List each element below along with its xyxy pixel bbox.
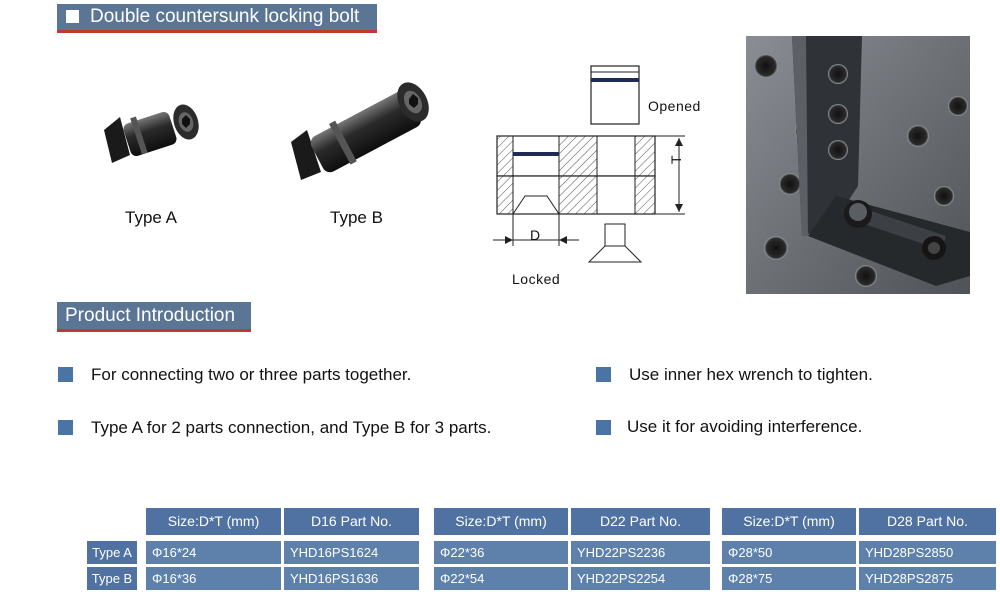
table-cell-part: YHD28PS2875 bbox=[859, 567, 996, 590]
table-header-size: Size:D*T (mm) bbox=[146, 508, 281, 535]
table-cell-part: YHD22PS2254 bbox=[571, 567, 710, 590]
row-label-type-a: Type A bbox=[87, 541, 137, 564]
bullet-square-icon bbox=[58, 420, 73, 435]
table-header-part: D28 Part No. bbox=[859, 508, 996, 535]
table-cell-part: YHD16PS1624 bbox=[284, 541, 419, 564]
table-cell-part: YHD22PS2236 bbox=[571, 541, 710, 564]
type-a-label: Type A bbox=[125, 208, 177, 227]
intro-bullet-4: Use it for avoiding interference. bbox=[627, 417, 863, 436]
bolt-section-diagram bbox=[493, 65, 685, 263]
square-icon bbox=[66, 10, 79, 23]
table-cell-size: Φ16*24 bbox=[146, 541, 281, 564]
table-cell-size: Φ16*36 bbox=[146, 567, 281, 590]
table-cell-size: Φ28*75 bbox=[722, 567, 856, 590]
locked-label: Locked bbox=[512, 271, 561, 287]
intro-bullet-3: Type A for 2 parts connection, and Type … bbox=[91, 418, 492, 437]
table-cell-part: YHD28PS2850 bbox=[859, 541, 996, 564]
t-dimension-label: T bbox=[668, 154, 684, 164]
bullet-square-icon bbox=[58, 367, 73, 382]
intro-title: Product Introduction bbox=[65, 305, 236, 326]
type-a-bolt-image bbox=[104, 104, 199, 163]
section-header-intro: Product Introduction bbox=[57, 302, 251, 332]
d-dimension-label: D bbox=[530, 227, 541, 243]
type-b-label: Type B bbox=[330, 208, 383, 227]
row-label-type-b: Type B bbox=[87, 567, 137, 590]
table-header-size: Size:D*T (mm) bbox=[434, 508, 568, 535]
bullet-square-icon bbox=[596, 367, 611, 382]
product-title: Double countersunk locking bolt bbox=[90, 6, 360, 27]
table-header-size: Size:D*T (mm) bbox=[722, 508, 856, 535]
bullet-square-icon bbox=[596, 420, 611, 435]
opened-label: Opened bbox=[648, 98, 701, 114]
section-header-product: Double countersunk locking bolt bbox=[57, 4, 377, 33]
intro-bullet-1: For connecting two or three parts togeth… bbox=[91, 365, 412, 384]
table-header-part: D16 Part No. bbox=[284, 508, 419, 535]
table-cell-size: Φ22*36 bbox=[434, 541, 568, 564]
table-cell-size: Φ22*54 bbox=[434, 567, 568, 590]
application-photo bbox=[746, 36, 970, 294]
table-cell-part: YHD16PS1636 bbox=[284, 567, 419, 590]
intro-bullet-2: Use inner hex wrench to tighten. bbox=[629, 365, 873, 384]
table-cell-size: Φ28*50 bbox=[722, 541, 856, 564]
table-header-part: D22 Part No. bbox=[571, 508, 710, 535]
type-b-bolt-image bbox=[291, 82, 429, 180]
